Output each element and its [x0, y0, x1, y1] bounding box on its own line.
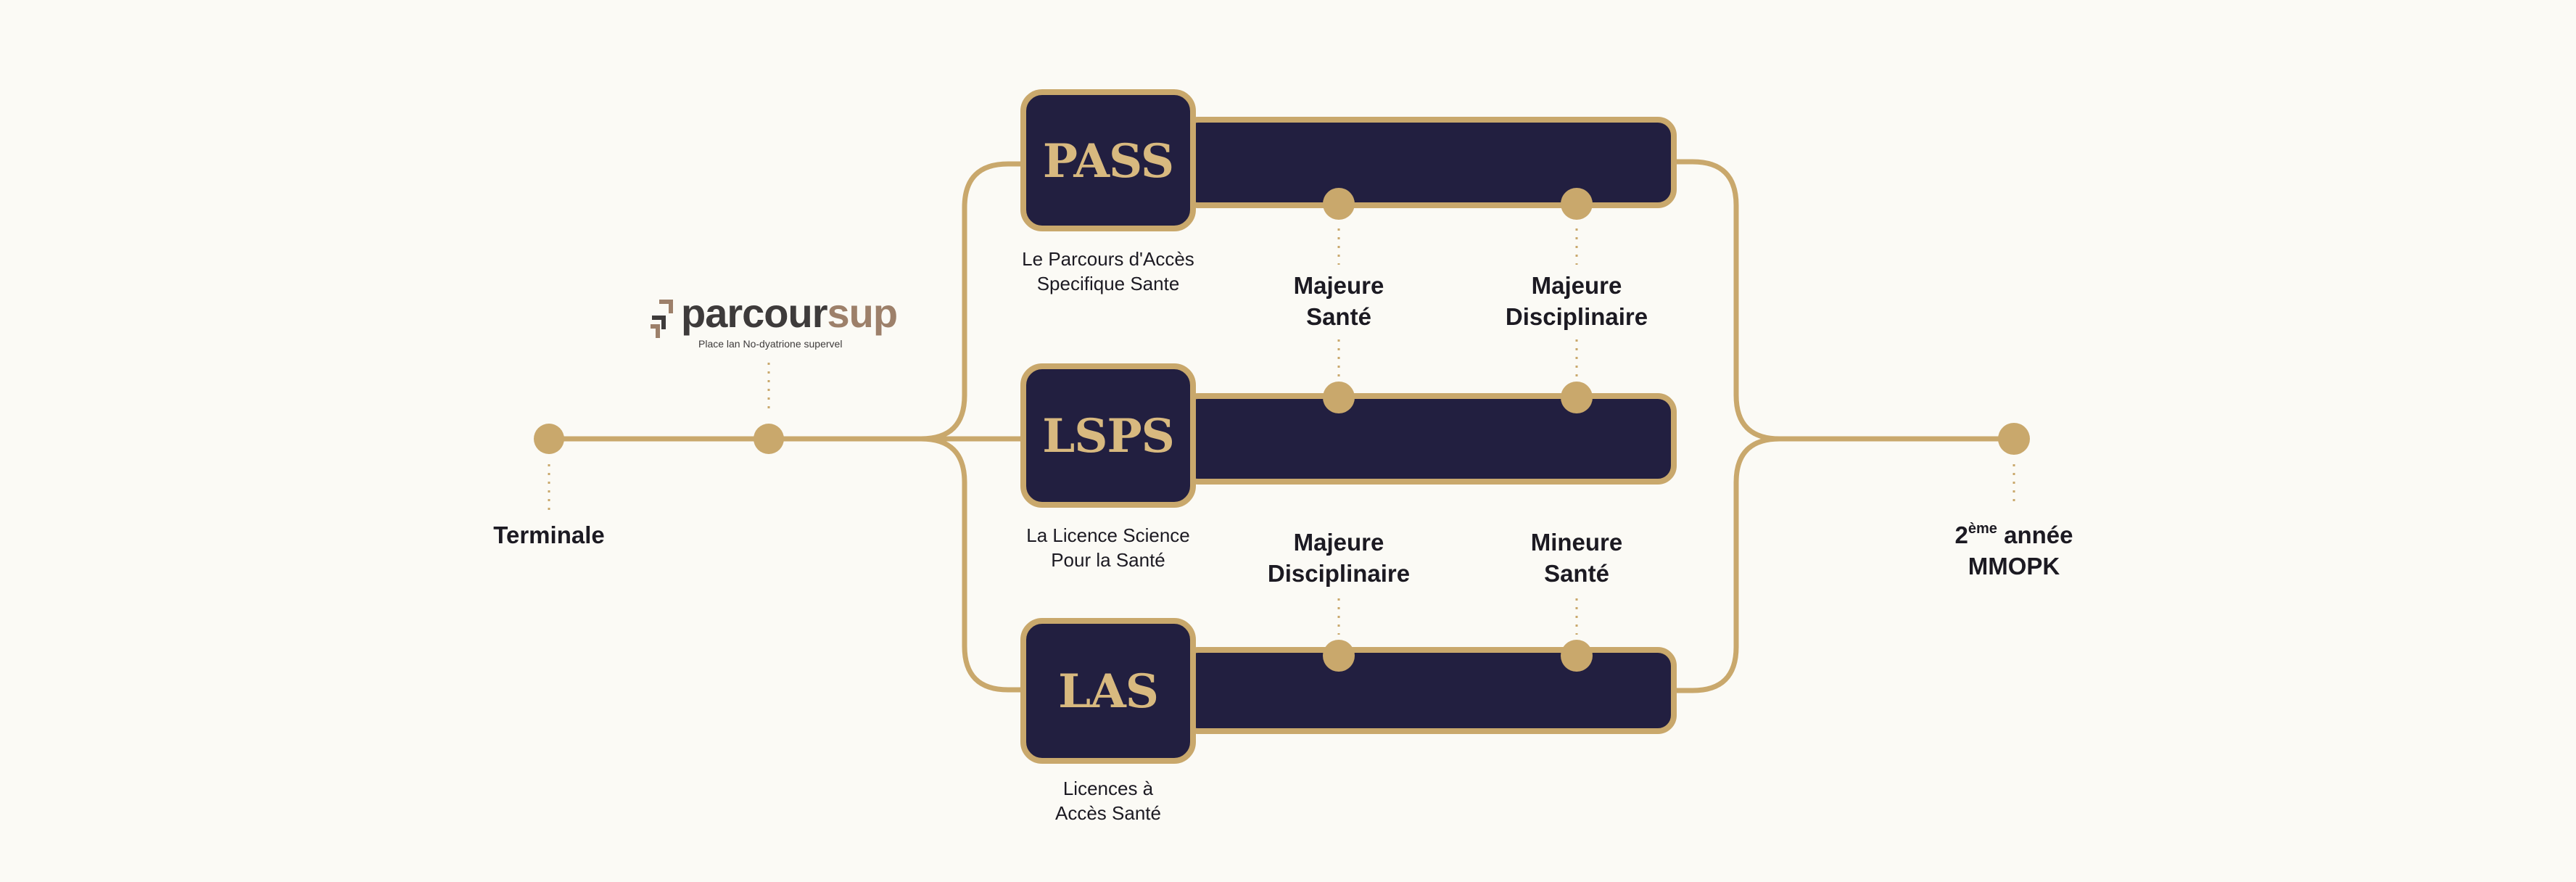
parcoursup-logo: parcoursup Place lan No-dyatrione superv… — [649, 290, 899, 351]
terminale-dot — [534, 424, 564, 454]
las-box — [1020, 618, 1196, 764]
las-caption-line1: Licences à — [1062, 778, 1154, 799]
milestone-line1: Mineure — [1530, 529, 1623, 556]
main-path-line — [549, 161, 1023, 442]
milestone-line2: Santé — [1544, 560, 1609, 587]
milestone-line2: Disciplinaire — [1505, 303, 1648, 330]
end-label-prefix: 2 — [1954, 522, 1968, 548]
lsps-box — [1020, 363, 1196, 508]
merge-bottom-line — [1672, 436, 1780, 693]
las-bar — [1179, 647, 1677, 734]
las-dot-1 — [1323, 640, 1355, 672]
pass-box — [1020, 89, 1196, 231]
pass-dot-1 — [1323, 188, 1355, 220]
parcoursup-wordmark: parcoursup — [681, 290, 899, 336]
end-label-program: MMOPK — [1968, 553, 2060, 580]
milestone-line1: Majeure — [1531, 272, 1622, 299]
pass-dot-2 — [1561, 188, 1593, 220]
milestone-line2: Santé — [1306, 303, 1371, 330]
pass-bar — [1179, 117, 1677, 208]
las-caption: Licences à Accès Santé — [1055, 776, 1161, 825]
lsps-dot-2 — [1561, 382, 1593, 413]
las-caption-line2: Accès Santé — [1055, 802, 1161, 824]
end-dot — [1998, 423, 2030, 455]
milestone-line1: Majeure — [1293, 272, 1384, 299]
milestone-line1: Majeure — [1293, 529, 1384, 556]
pass-caption-line2: Specifique Sante — [1036, 273, 1180, 294]
start-label: Terminale — [493, 522, 605, 548]
lsps-dot-1 — [1323, 382, 1355, 413]
las-dot-2 — [1561, 640, 1593, 672]
lsps-code: LSPS — [1042, 409, 1175, 463]
lsps-caption-line2: Pour la Santé — [1051, 549, 1165, 571]
milestone-line2: Disciplinaire — [1267, 560, 1411, 587]
las-branch-line — [920, 436, 1023, 693]
parcoursup-wordmark-accent: sup — [827, 290, 899, 336]
las-code: LAS — [1058, 664, 1159, 719]
merge-top-line — [1672, 159, 2014, 442]
lsps-caption-line1: La Licence Science — [1026, 524, 1190, 546]
end-label-superscript: ème — [1968, 521, 1997, 537]
parcoursup-dot — [754, 424, 784, 454]
pass-code: PASS — [1042, 134, 1174, 189]
parcoursup-wordmark-main: parcour — [681, 290, 827, 336]
parcoursup-arrows-icon — [651, 300, 673, 338]
lsps-bar — [1179, 393, 1677, 485]
pass-caption-line1: Le Parcours d'Accès — [1022, 248, 1194, 270]
parcoursup-tagline: Place lan No-dyatrione supervel — [698, 338, 843, 350]
end-label: 2ème année MMOPK — [1955, 519, 2073, 582]
end-label-suffix: année — [1997, 522, 2073, 548]
